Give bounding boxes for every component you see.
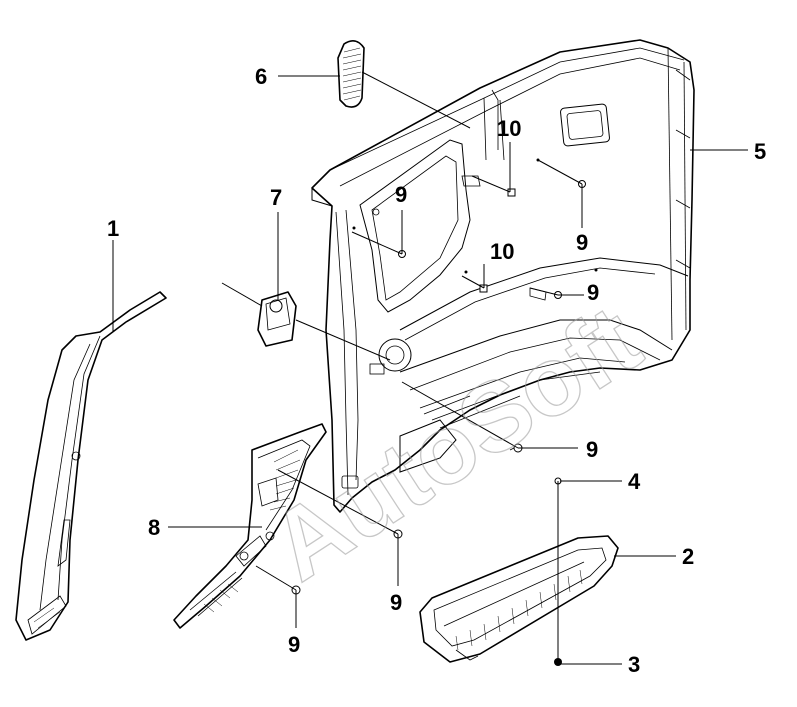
callout-8: 8 xyxy=(148,515,160,540)
callout-1: 1 xyxy=(107,216,119,241)
quarter-trim-panel xyxy=(311,39,695,513)
storage-tray xyxy=(419,535,619,663)
callout-9-upper-right: 9 xyxy=(576,230,588,255)
callout-10-upper: 10 xyxy=(497,116,521,141)
callout-9-lower-trim: 9 xyxy=(288,632,300,657)
callout-2: 2 xyxy=(682,544,694,569)
callout-3: 3 xyxy=(628,652,640,677)
callout-9-belt: 9 xyxy=(587,280,599,305)
clip-fastener xyxy=(507,188,516,197)
callout-9-window: 9 xyxy=(395,182,407,207)
fasteners xyxy=(291,180,586,666)
callout-9-pillar: 9 xyxy=(390,590,402,615)
callout-4: 4 xyxy=(628,469,641,494)
callout-6: 6 xyxy=(255,64,267,89)
a-pillar-trim xyxy=(15,291,167,641)
callout-labels: 1 2 3 4 5 6 7 8 9 9 9 9 9 9 10 10 xyxy=(107,64,766,677)
callout-10-lower: 10 xyxy=(490,239,514,264)
callout-5: 5 xyxy=(754,139,766,164)
leader-lines xyxy=(112,71,748,665)
callout-7: 7 xyxy=(270,185,282,210)
vent-grille xyxy=(337,40,365,108)
callout-9-lower-panel: 9 xyxy=(586,437,598,462)
coat-hook-bracket xyxy=(257,291,297,347)
